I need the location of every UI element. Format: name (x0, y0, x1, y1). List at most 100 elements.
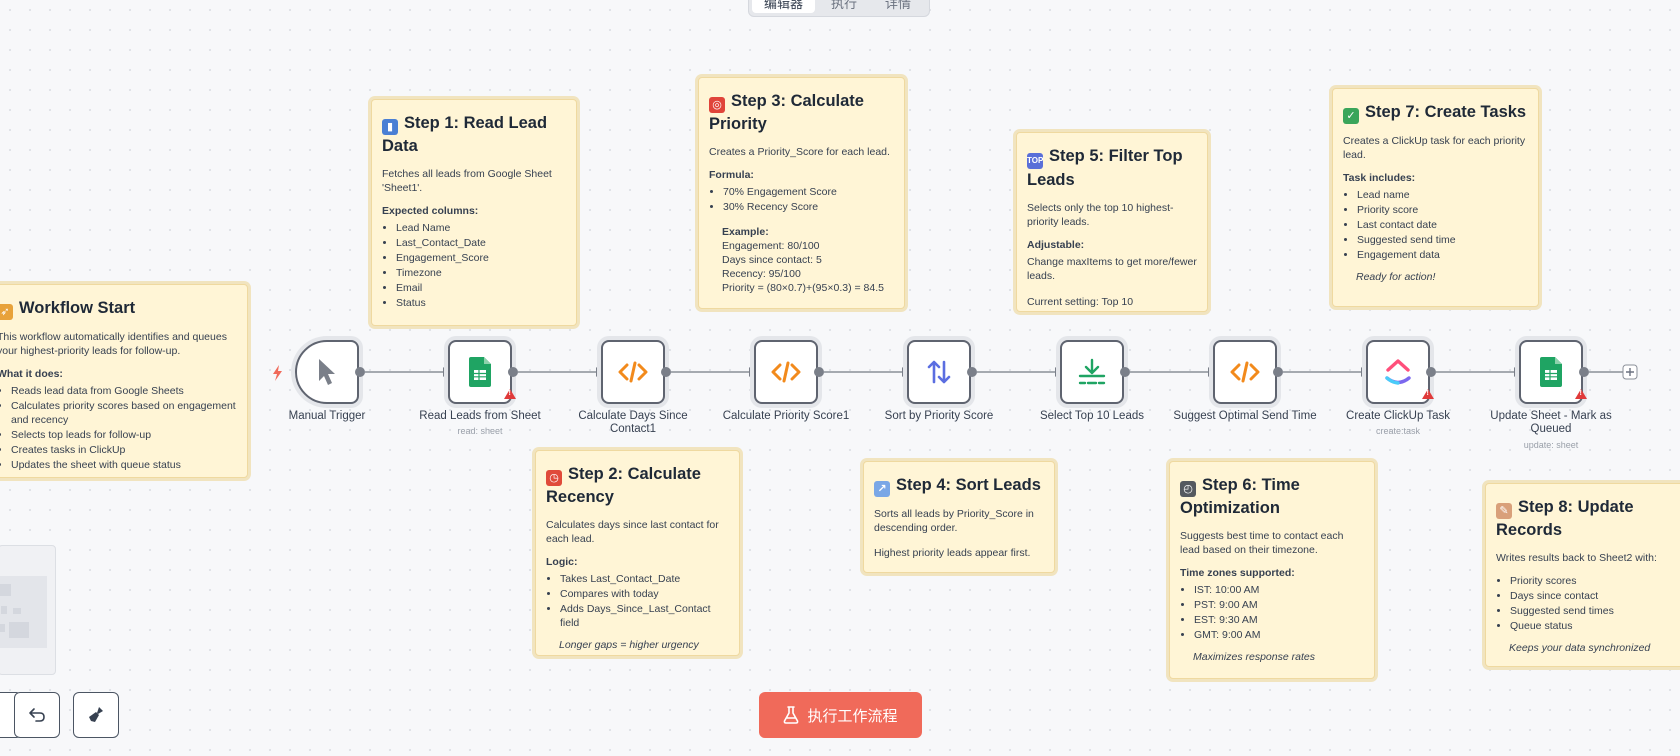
example-line: Recency: 95/100 (722, 268, 801, 280)
output-handle[interactable] (355, 367, 365, 377)
list-item: 70% Engagement Score (723, 185, 894, 199)
node-select-top-10-leads[interactable] (1060, 340, 1124, 404)
note-footer: Longer gaps = higher urgency (559, 639, 699, 651)
output-handle[interactable] (1426, 367, 1436, 377)
minimap[interactable] (0, 545, 56, 675)
note-title: Step 7: Create Tasks (1365, 103, 1527, 121)
note-description: Creates a ClickUp task for each priority… (1343, 135, 1526, 161)
node-calculate-days-since-contact[interactable] (601, 340, 665, 404)
undo-button[interactable] (14, 692, 60, 738)
note-title: Step 8: Update Records (1496, 498, 1634, 539)
sticky-note-step-4[interactable]: ↗ Step 4: Sort Leads Sorts all leads by P… (863, 461, 1055, 573)
top-arrow-icon: TOP (1027, 153, 1043, 169)
note-title: Step 4: Sort Leads (896, 476, 1041, 494)
example-line: Days since contact: 5 (722, 254, 822, 266)
list-item: Queue status (1510, 619, 1680, 633)
output-handle[interactable] (1273, 367, 1283, 377)
execute-workflow-label: 执行工作流程 (807, 707, 898, 725)
list-item: Creates tasks in ClickUp (11, 443, 237, 457)
note-title: Workflow Start (19, 299, 136, 317)
add-node-plus-icon (1622, 364, 1638, 380)
node-read-leads-from-sheet[interactable] (448, 340, 516, 404)
list-item: Suggested send times (1510, 604, 1680, 618)
output-handle[interactable] (1120, 367, 1130, 377)
list-item: Engagement_Score (396, 251, 566, 265)
example-line: Priority = (80×0.7)+(95×0.3) = 84.5 (722, 282, 884, 294)
list-item: 30% Recency Score (723, 200, 894, 214)
memo-icon: ✎ (1496, 503, 1512, 519)
note-label: What it does: (0, 368, 63, 380)
note-adjust-text: Change maxItems to get more/fewer leads. (1027, 256, 1197, 282)
clickup-icon (1385, 359, 1411, 385)
node-label: Calculate Days Since Contact1 (578, 410, 688, 435)
node-label: Select Top 10 Leads (1039, 410, 1144, 422)
note-footer: Keeps your data synchronized (1509, 642, 1651, 654)
note-list: IST: 10:00 AM PST: 9:00 AM EST: 9:30 AM … (1180, 583, 1364, 642)
node-create-clickup-task[interactable] (1366, 340, 1434, 404)
output-handle[interactable] (508, 367, 518, 377)
note-description-2: Highest priority leads appear first. (874, 547, 1031, 559)
note-description: Sorts all leads by Priority_Score in des… (874, 508, 1034, 534)
undo-icon (29, 708, 45, 722)
output-handle[interactable] (814, 367, 824, 377)
sticky-note-step-1[interactable]: ▮Step 1: Read Lead Data Fetches all lead… (371, 99, 577, 326)
note-list: 70% Engagement Score 30% Recency Score (709, 185, 894, 214)
node-label: Sort by Priority Score (884, 410, 994, 422)
sticky-note-step-3[interactable]: ◎Step 3: Calculate Priority Creates a Pr… (698, 77, 905, 309)
node-subtitle: read: sheet (457, 426, 503, 436)
note-label: Adjustable: (1027, 239, 1085, 251)
list-item: Lead Name (396, 221, 566, 235)
note-list: Lead name Priority score Last contact da… (1343, 188, 1528, 262)
list-item: Selects top leads for follow-up (11, 428, 237, 442)
minimap-preview (0, 576, 47, 648)
node-label: Calculate Priority Score1 (722, 410, 850, 422)
note-title: Step 2: Calculate Recency (546, 465, 701, 506)
note-current-setting: Current setting: Top 10 (1027, 296, 1134, 308)
node-label: Suggest Optimal Send Time (1173, 410, 1317, 422)
note-list: Reads lead data from Google Sheets Calcu… (0, 384, 237, 472)
sticky-note-workflow-start[interactable]: ➶Workflow Start This workflow automatica… (0, 284, 248, 478)
example-line: Engagement: 80/100 (722, 240, 820, 252)
execute-workflow-button[interactable]: 执行工作流程 (759, 692, 922, 738)
node-calculate-priority-score[interactable] (754, 340, 818, 404)
list-item: Reads lead data from Google Sheets (11, 384, 237, 398)
note-description: Creates a Priority_Score for each lead. (709, 146, 890, 158)
tidy-up-button[interactable] (73, 692, 119, 738)
sticky-note-step-7[interactable]: ✓Step 7: Create Tasks Creates a ClickUp … (1332, 88, 1539, 307)
sort-icon (927, 360, 951, 384)
list-item: Days since contact (1510, 589, 1680, 603)
node-sort-by-priority-score[interactable] (907, 340, 971, 404)
list-item: Email (396, 281, 566, 295)
note-footer: Ready for action! (1356, 271, 1436, 283)
output-handle[interactable] (967, 367, 977, 377)
view-tabs: 编辑器 执行 详情 (748, 0, 930, 17)
note-label: Task includes: (1343, 172, 1416, 184)
node-update-sheet-mark-as-queued[interactable] (1519, 340, 1587, 404)
cursor-icon (319, 359, 335, 385)
list-item: Takes Last_Contact_Date (560, 572, 729, 586)
note-footer: Maximizes response rates (1193, 651, 1315, 663)
node-suggest-optimal-send-time[interactable] (1213, 340, 1277, 404)
output-handle[interactable] (1579, 367, 1589, 377)
list-item: Engagement data (1357, 248, 1528, 262)
example-label: Example: (722, 226, 769, 238)
note-label: Logic: (546, 556, 578, 568)
node-manual-trigger[interactable] (295, 340, 359, 404)
rocket-icon: ➶ (0, 304, 13, 320)
list-item: Priority score (1357, 203, 1528, 217)
target-icon: ◎ (709, 97, 725, 113)
google-sheets-icon (469, 357, 491, 387)
output-handle[interactable] (661, 367, 671, 377)
sticky-note-step-2[interactable]: ◷Step 2: Calculate Recency Calculates da… (535, 450, 740, 656)
list-item: Calculates priority scores based on enga… (11, 399, 237, 427)
tab-executions[interactable]: 执行 (831, 0, 858, 11)
tab-editor[interactable]: 编辑器 (752, 0, 816, 13)
note-description: Selects only the top 10 highest-priority… (1027, 202, 1174, 228)
sticky-note-step-8[interactable]: ✎Step 8: Update Records Writes results b… (1485, 483, 1680, 667)
list-item: Suggested send time (1357, 233, 1528, 247)
list-item: Updates the sheet with queue status (11, 458, 237, 472)
trend-chart-icon: ↗ (874, 481, 890, 497)
sticky-note-step-6[interactable]: ◴Step 6: Time Optimization Suggests best… (1169, 461, 1375, 679)
tab-details[interactable]: 详情 (885, 0, 912, 11)
